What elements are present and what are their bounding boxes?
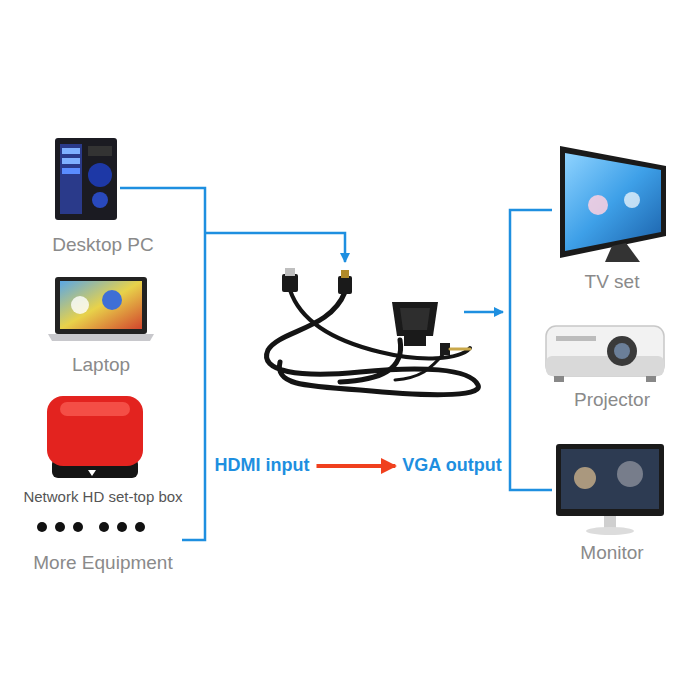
device-node: HDMI input (211, 453, 314, 479)
desktop-pc-icon (55, 138, 117, 220)
device-node: Projector (570, 387, 654, 414)
tv-icon (560, 146, 666, 262)
device-caption: More Equipment (33, 552, 172, 575)
signal-label: HDMI input (215, 455, 310, 477)
device-node: Network HD set-top box (19, 486, 186, 508)
set-top-box-icon (47, 396, 143, 478)
device-caption: Desktop PC (52, 234, 153, 257)
signal-label: VGA output (402, 455, 501, 477)
device-node: Monitor (576, 540, 647, 567)
projector-icon (546, 326, 664, 382)
device-node: Laptop (68, 352, 134, 379)
device-node: Desktop PC (48, 232, 157, 259)
device-caption: Laptop (72, 354, 130, 377)
device-node: VGA output (398, 453, 505, 479)
device-caption: Projector (574, 389, 650, 412)
device-caption: Monitor (580, 542, 643, 565)
monitor-icon (556, 444, 664, 535)
more-dots (37, 522, 145, 532)
laptop-icon (48, 277, 154, 341)
hdmi-vga-cable (267, 268, 479, 395)
output-bracket (464, 210, 552, 490)
device-caption: TV set (585, 271, 640, 294)
device-node: TV set (581, 269, 644, 296)
signal-arrow (316, 464, 395, 468)
source-bracket (120, 188, 345, 540)
device-caption: Network HD set-top box (23, 488, 182, 506)
device-node: More Equipment (29, 550, 176, 577)
